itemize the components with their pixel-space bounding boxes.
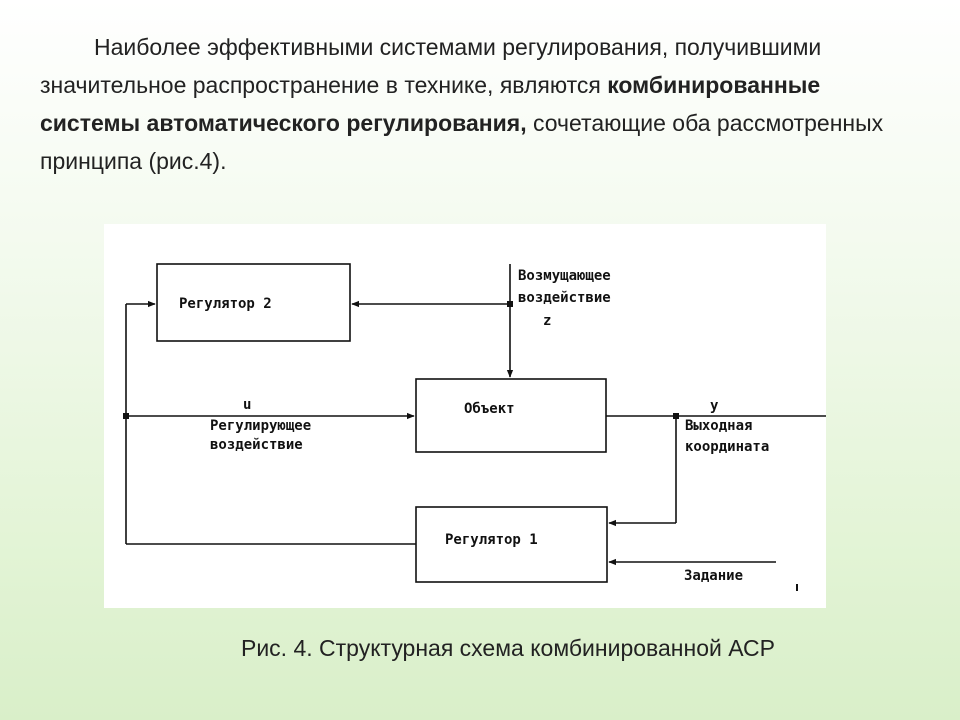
disturbance-symbol: z	[543, 313, 551, 329]
output-junction-dot	[673, 413, 679, 419]
output-symbol: y	[710, 398, 719, 414]
regulator1-label: Регулятор 1	[445, 532, 538, 548]
block-diagram: Регулятор 2 Объект Регулятор 1 Возмущающ…	[104, 224, 826, 608]
block-diagram-svg: Регулятор 2 Объект Регулятор 1 Возмущающ…	[123, 263, 826, 591]
disturbance-label-line1: Возмущающее	[518, 268, 611, 284]
output-label-line2: координата	[685, 439, 769, 455]
regulator2-label: Регулятор 2	[179, 296, 272, 312]
control-label-line2: воздействие	[210, 437, 303, 453]
figure-caption: Рис. 4. Структурная схема комбинированно…	[240, 635, 776, 661]
intro-text-part1: Наиболее эффективными системами регулиро…	[40, 34, 822, 98]
disturbance-label-line2: воздействие	[518, 290, 611, 306]
output-label-line1: Выходная	[685, 418, 752, 434]
intro-paragraph: Наиболее эффективными системами регулиро…	[40, 28, 900, 180]
regulator2-block	[156, 263, 351, 342]
setpoint-label: Задание	[684, 568, 743, 584]
intro-bold-term: комбинированные системы автоматического …	[40, 72, 821, 136]
control-junction-dot	[123, 413, 129, 419]
object-label: Объект	[464, 401, 515, 417]
disturbance-junction-dot	[507, 301, 513, 307]
control-symbol: u	[243, 397, 251, 413]
intro-text-part2: сочетающие оба рассмотренных принципа (р…	[40, 110, 884, 174]
control-label-line1: Регулирующее	[210, 418, 311, 434]
